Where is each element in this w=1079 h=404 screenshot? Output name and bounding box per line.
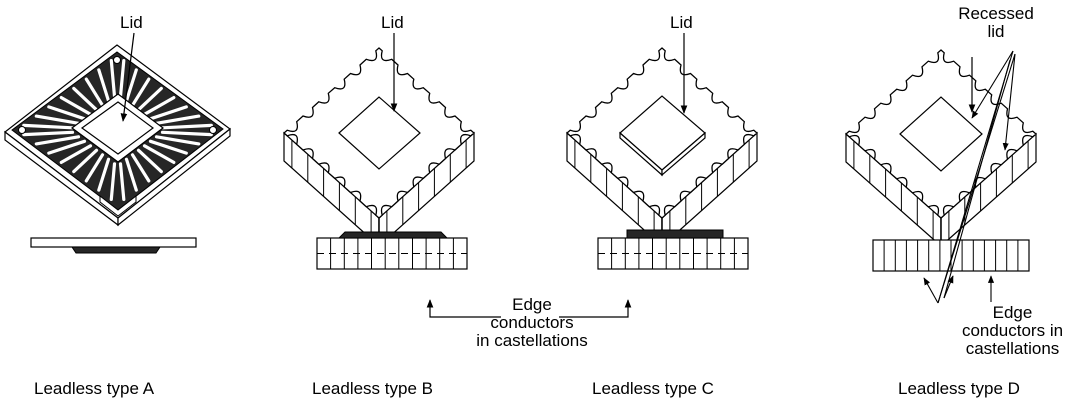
type-b-lid-label: Lid <box>381 13 404 32</box>
type-d-recessed-label-line1: Recessed <box>958 4 1034 23</box>
caption-type-a: Leadless type A <box>34 379 155 398</box>
caption-type-b: Leadless type B <box>312 379 433 398</box>
edge-conductors-label-line2: conductors <box>490 313 574 332</box>
type-d-edge-label-line1: Edge <box>992 303 1033 322</box>
type-d-edge-conductors-label: Edge conductors in castellations <box>950 304 1075 358</box>
type-a-lid-arrow <box>120 32 135 122</box>
type-d-recessed-lid-label: Recessed lid <box>936 5 1056 41</box>
edge-conductors-label-line1: Edge <box>512 295 552 314</box>
type-a-lid-label: Lid <box>120 13 143 32</box>
edge-conductors-label: Edge conductors in castellations <box>472 296 592 350</box>
type-d-castellation-pointers <box>923 50 1016 304</box>
type-c-lid <box>619 95 706 177</box>
edge-conductors-label-line3: in castellations <box>476 331 588 350</box>
caption-type-c: Leadless type C <box>592 379 714 398</box>
type-c-package-side <box>597 229 749 270</box>
type-d-edge-label-line3: castellations <box>965 339 1060 358</box>
type-d-recessed-label-line2: lid <box>987 22 1005 41</box>
type-b-lid <box>338 96 421 170</box>
type-d-package-side <box>872 239 1030 272</box>
type-c-edge-conductor-arrow <box>559 299 632 318</box>
type-d-edge-label-line2: conductors in <box>961 321 1064 340</box>
type-b-package-3d <box>283 47 475 248</box>
type-b-package-side <box>316 231 468 270</box>
type-a-package-side <box>30 237 197 254</box>
type-b-edge-conductor-arrow <box>426 299 501 318</box>
type-a-package-3d <box>4 44 231 227</box>
type-c-lid-label: Lid <box>670 13 693 32</box>
type-d-recessed-lid <box>899 96 983 172</box>
caption-type-d: Leadless type D <box>898 379 1020 398</box>
type-a-contact-pads <box>18 56 217 201</box>
